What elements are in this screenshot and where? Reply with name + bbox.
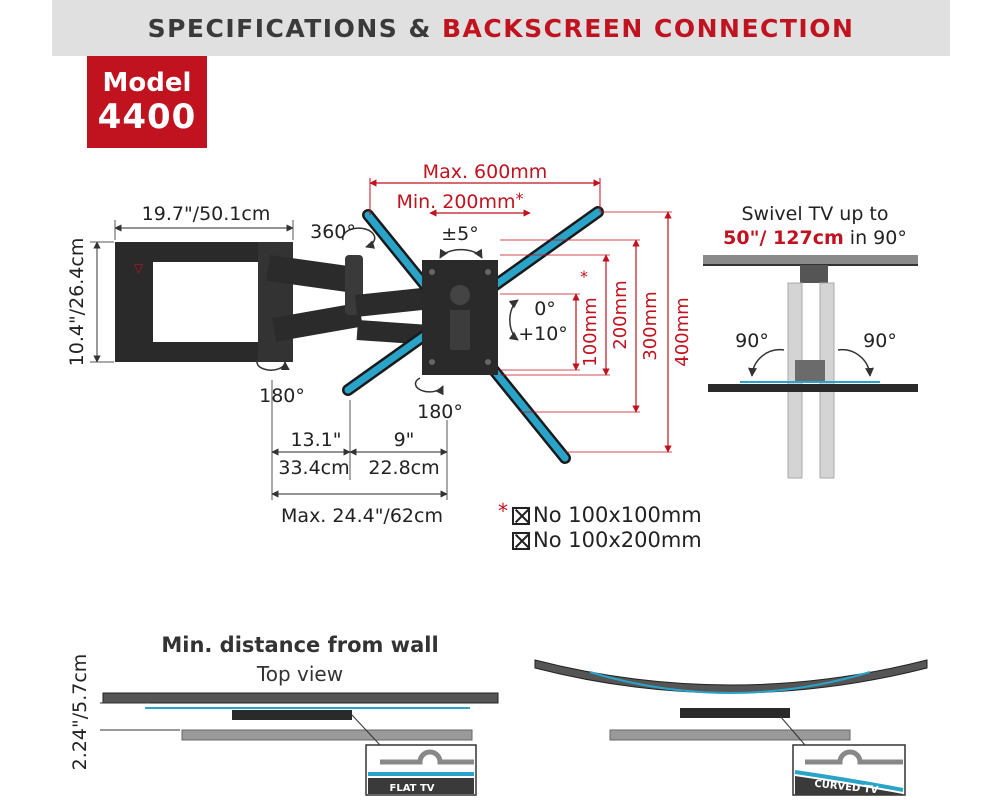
curved-wall (609, 729, 851, 741)
curved-mount-body (680, 708, 790, 718)
brand-logo: ▽ (134, 261, 144, 275)
ext-seg2-cm-label: 22.8cm (368, 457, 439, 479)
note-no-100x200: No 100x200mm (533, 528, 702, 552)
swivel-right-angle: 90° (863, 330, 897, 352)
flat-tv-panel (102, 692, 499, 704)
rotate-180-right-label: 180° (417, 401, 463, 423)
swivel-left-arrow (748, 348, 785, 377)
rotate-180-right-arrow (414, 377, 444, 396)
extension-dimensions: 13.1" 9" 33.4cm 22.8cm Max. 24.4"/62cm (271, 380, 448, 527)
plate-bracket (450, 310, 470, 350)
level-adjust-arrow (439, 248, 483, 259)
swivel-right-arrow (837, 348, 874, 377)
vesa-exclusion-notes: * No 100x100mm No 100x200mm (498, 499, 702, 553)
screw-2 (485, 269, 491, 275)
note-row-1: No 100x100mm (500, 503, 702, 528)
note-star: * (498, 499, 508, 523)
vesa-bracket (342, 206, 604, 464)
arm-segment-1-lower (272, 302, 363, 342)
flat-wall (181, 729, 473, 741)
vesa-max-width-label: Max. 600mm (423, 161, 548, 183)
swivel-line-1: Swivel TV up to (741, 203, 889, 225)
ext-seg1-cm-label: 33.4cm (278, 457, 349, 479)
arm-width-label: 19.7"/50.1cm (142, 203, 271, 225)
swivel-wall (703, 255, 918, 265)
wall-plate-bottom-rail (115, 342, 293, 362)
arm-segment-2 (355, 287, 432, 317)
vesa-min-width-label: Min. 200mm* (396, 189, 523, 213)
model-label: Model (102, 68, 192, 98)
arm-segment-1 (266, 254, 360, 294)
swivel-max-size: 50"/ 127cm (723, 227, 844, 249)
rotate-360-label: 360° (310, 221, 356, 243)
swivel-left-angle: 90° (735, 330, 769, 352)
flat-tv-top-view: 2.24"/5.7cm FLAT TV (69, 654, 499, 796)
swivel-tv (708, 384, 918, 392)
tilt-zero-label: 0° (534, 298, 556, 320)
wall-distance-label: 2.24"/5.7cm (69, 654, 91, 771)
ext-seg2-inch-label: 9" (394, 429, 415, 451)
flat-mount-body (232, 710, 352, 720)
swivel-wall-plate (800, 265, 828, 283)
rotate-180-left-arrow (256, 355, 290, 371)
plate-height-label: 10.4"/26.4cm (66, 238, 88, 367)
curved-callout-line (779, 715, 806, 746)
rotate-180-left-label: 180° (259, 385, 305, 407)
flat-callout-line (351, 714, 381, 746)
note-no-100x100: No 100x100mm (533, 503, 702, 527)
v400-label: 400mm (672, 297, 693, 366)
flat-detail-mount (380, 749, 474, 765)
screw-4 (485, 359, 491, 365)
title-part-specifications: SPECIFICATIONS & (147, 13, 442, 43)
level-adjust-label: ±5° (441, 223, 479, 245)
curved-tv-rail (589, 671, 871, 694)
page-title: SPECIFICATIONS & BACKSCREEN CONNECTION (148, 14, 855, 43)
tilt-knob (450, 285, 470, 305)
model-badge: Model 4400 (87, 56, 207, 148)
swivel-diagram: 90° 90° (703, 255, 918, 479)
v200-label: 200mm (610, 280, 631, 349)
wall-plate-top-rail (115, 242, 293, 262)
model-number: 4400 (97, 97, 197, 137)
swivel-title: Swivel TV up to 50"/ 127cm in 90° (700, 202, 930, 250)
note-row-2: No 100x200mm (500, 528, 702, 553)
rotate-360-arrow (341, 227, 376, 249)
vesa-vertical-dimensions: 100mm * 200mm 300mm 400mm (500, 211, 693, 453)
curved-detail-tv (795, 776, 903, 795)
ext-seg1-inch-label: 13.1" (290, 429, 341, 451)
v100-label: 100mm (580, 297, 601, 366)
curved-detail-rail (794, 770, 904, 792)
flat-detail-tv (368, 778, 474, 794)
screw-1 (429, 269, 435, 275)
screw-3 (429, 359, 435, 365)
ext-max-label: Max. 24.4"/62cm (281, 505, 443, 527)
curved-tv-top-view: CURVED TV (534, 659, 928, 796)
cross-box-icon (512, 531, 530, 550)
curved-tv-panel (534, 659, 928, 694)
top-view-subtitle: Top view (256, 662, 344, 686)
tilt-ten-label: +10° (518, 323, 568, 345)
swivel-line-2: 50"/ 127cm in 90° (700, 226, 930, 250)
curved-detail-mount (805, 749, 903, 765)
swivel-head (795, 360, 825, 382)
flat-tv-label: FLAT TV (389, 783, 434, 794)
tilt-arrow (508, 299, 519, 341)
v300-label: 300mm (640, 291, 661, 360)
wall-mount-arm: 19.7"/50.1cm 10.4"/26.4cm ▽ (66, 203, 432, 366)
min-distance-title: Min. distance from wall (161, 633, 439, 657)
title-part-backscreen: BACKSCREEN CONNECTION (442, 13, 855, 43)
header-bar: SPECIFICATIONS & BACKSCREEN CONNECTION (52, 0, 950, 56)
cross-box-icon (512, 506, 530, 525)
swivel-angle-text: in 90° (843, 227, 907, 249)
v100-star: * (580, 267, 588, 286)
